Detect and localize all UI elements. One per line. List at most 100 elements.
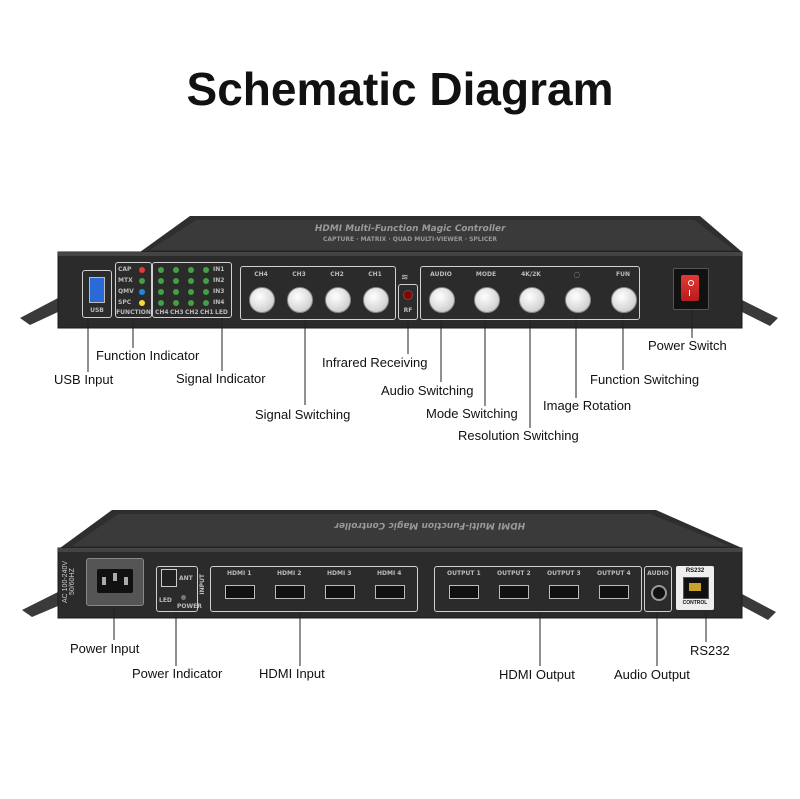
signal-indicator-panel: IN1 IN2 IN3 IN4 CH4 CH3 CH2 CH1 LED	[152, 262, 232, 318]
audio-jack[interactable]	[651, 585, 667, 601]
power-rating-label: AC 100-240V 50/60HZ	[62, 560, 76, 604]
function-label-qmv: QMV	[118, 288, 134, 295]
mode-button-panel: AUDIO MODE 4K/2K ◌ FUN	[420, 266, 640, 320]
hdmi-output-4-port[interactable]	[599, 585, 629, 599]
callout-usb-input: USB Input	[54, 372, 114, 387]
rear-callout-lines	[113, 604, 707, 666]
rear-left-mount-ear	[22, 592, 58, 617]
function-label-spc: SPC	[118, 299, 132, 306]
output-4-label: OUTPUT 4	[597, 570, 631, 577]
callout-image-rotation: Image Rotation	[543, 398, 632, 413]
signal-led-icon	[203, 289, 209, 295]
ch2-button[interactable]	[325, 287, 351, 313]
control-label: CONTROL	[682, 600, 708, 606]
in2-label: IN2	[213, 277, 225, 284]
signal-led-icon	[203, 267, 209, 273]
signal-led-icon	[188, 278, 194, 284]
output-2-label: OUTPUT 2	[497, 570, 531, 577]
antenna-port[interactable]	[161, 569, 177, 587]
led-power-panel: ANT LED POWER	[156, 566, 202, 612]
function-indicator-panel: CAP MTX QMV SPC FUNCTION	[115, 262, 152, 318]
signal-led-icon	[158, 289, 164, 295]
audio-panel: AUDIO	[644, 566, 672, 612]
resolution-button[interactable]	[519, 287, 545, 313]
signal-led-icon	[158, 278, 164, 284]
rs232-port-label: RS232	[685, 568, 705, 574]
rotation-button[interactable]	[565, 287, 591, 313]
callout-signal-switching: Signal Switching	[255, 407, 351, 422]
page-title: Schematic Diagram	[186, 63, 614, 115]
mode-button-label: MODE	[475, 271, 497, 278]
rotate-icon: ◌	[573, 270, 581, 279]
right-mount-ear	[742, 300, 778, 326]
mtx-led-icon	[139, 278, 145, 284]
led-label-rear: LED	[159, 597, 172, 604]
function-label-mtx: MTX	[118, 277, 133, 284]
signal-led-icon	[203, 278, 209, 284]
audio-button[interactable]	[429, 287, 455, 313]
rs232-panel: RS232 CONTROL	[676, 566, 714, 610]
hdmi-1-label: HDMI 1	[227, 570, 252, 577]
power-input-socket[interactable]	[86, 558, 144, 606]
ch3-led-label: CH3	[170, 309, 184, 316]
rear-product-name-label: HDMI Multi-Function Magic Controller	[333, 520, 527, 530]
callout-hdmi-output: HDMI Output	[499, 667, 575, 682]
callout-audio-output: Audio Output	[614, 667, 690, 682]
callout-audio-switching: Audio Switching	[381, 383, 474, 398]
ir-receiver-panel: RF	[398, 284, 418, 320]
power-off-icon	[688, 280, 694, 286]
callout-resolution-switching: Resolution Switching	[458, 428, 579, 443]
function-label-cap: CAP	[118, 266, 132, 273]
usb-panel: USB	[82, 270, 112, 318]
rf-label: RF	[403, 307, 413, 314]
signal-led-icon	[173, 278, 179, 284]
hdmi-input-4-port[interactable]	[375, 585, 405, 599]
ir-sensor-icon	[403, 290, 413, 300]
function-button[interactable]	[611, 287, 637, 313]
hdmi-3-label: HDMI 3	[327, 570, 352, 577]
ch1-button[interactable]	[363, 287, 389, 313]
usb-label: USB	[90, 307, 104, 314]
hdmi-output-2-port[interactable]	[499, 585, 529, 599]
signal-led-icon	[188, 267, 194, 273]
spc-led-icon	[139, 300, 145, 306]
ch4-button[interactable]	[249, 287, 275, 313]
power-label: POWER	[177, 603, 202, 610]
ch4-button-label: CH4	[254, 271, 268, 278]
mode-button[interactable]	[474, 287, 500, 313]
ch2-led-label: CH2	[185, 309, 199, 316]
in1-label: IN1	[213, 266, 225, 273]
rs232-port[interactable]	[683, 577, 709, 599]
fun-button-label: FUN	[616, 271, 630, 278]
power-led-icon	[181, 595, 186, 600]
signal-led-icon	[188, 300, 194, 306]
callout-power-switch: Power Switch	[648, 338, 727, 353]
hdmi-input-2-port[interactable]	[275, 585, 305, 599]
power-switch[interactable]	[681, 275, 699, 301]
cap-led-icon	[139, 267, 145, 273]
ch3-button[interactable]	[287, 287, 313, 313]
hdmi-input-3-port[interactable]	[325, 585, 355, 599]
power-socket-icon	[97, 569, 133, 593]
output-1-label: OUTPUT 1	[447, 570, 481, 577]
hdmi-output-panel: OUTPUT 1 OUTPUT 2 OUTPUT 3 OUTPUT 4	[434, 566, 642, 612]
input-caption: INPUT	[199, 574, 206, 595]
signal-led-icon	[158, 300, 164, 306]
hdmi-2-label: HDMI 2	[277, 570, 302, 577]
rear-right-mount-ear	[742, 594, 776, 620]
ch4-led-label: CH4	[155, 309, 169, 316]
front-callout-lines	[87, 306, 693, 428]
left-mount-ear	[20, 298, 58, 325]
ant-label: ANT	[179, 575, 193, 582]
signal-led-icon	[173, 289, 179, 295]
hdmi-output-1-port[interactable]	[449, 585, 479, 599]
in4-label: IN4	[213, 299, 225, 306]
callout-function-indicator: Function Indicator	[96, 348, 200, 363]
power-switch-housing	[673, 268, 709, 310]
usb-port[interactable]	[89, 277, 105, 303]
hdmi-input-1-port[interactable]	[225, 585, 255, 599]
hdmi-output-3-port[interactable]	[549, 585, 579, 599]
callout-signal-indicator: Signal Indicator	[176, 371, 266, 386]
led-label: LED	[215, 309, 228, 316]
